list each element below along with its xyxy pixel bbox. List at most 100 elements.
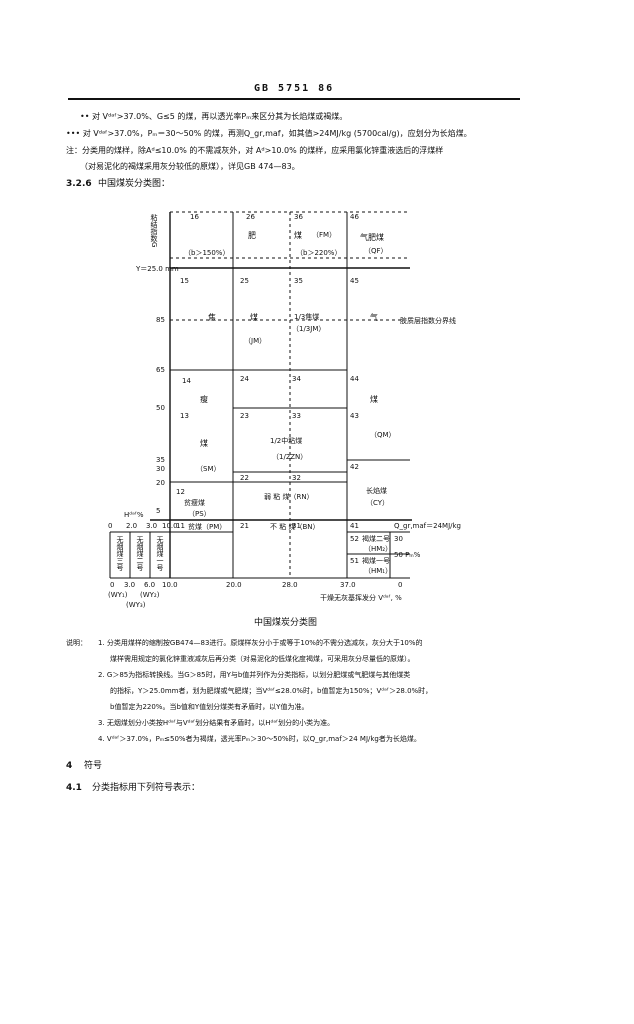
hm1-code: （HM₁） (364, 567, 393, 575)
g-tick-30: 30 (156, 465, 165, 473)
shou-text: 瘦 (200, 395, 208, 404)
qfm-name: 气肥煤 (360, 233, 384, 242)
explanation-line-5: b值暂定为220%。当b值和Y值划分煤类有矛盾时，以Y值为准。 (110, 703, 309, 711)
x-tick-10: 10.0 (162, 522, 178, 530)
cell-15: 15 (180, 277, 189, 285)
explanation-line-4: 的指标，Y＞25.0mm者，划为肥煤或气肥煤；当Vᵈᵃᶠ≤28.0%时，b值暂定… (110, 687, 433, 695)
ps-code: （PS） (188, 510, 211, 518)
x-axis-label: 干燥无灰基挥发分 Vᵈᵃᶠ, % (320, 594, 402, 602)
sjm-code: （1/3JM） (292, 325, 326, 333)
x-tick-28: 28.0 (282, 581, 298, 589)
hm2-name: 褐煤二号 (362, 535, 390, 543)
sm-code: （SM） (196, 465, 221, 473)
cell-36: 36 (294, 213, 303, 221)
explanation-line-3: 2. G＞85为指标转换线。当G＞85时，用Y与b值并列作为分类指标，以划分肥煤… (98, 671, 411, 679)
pm-label: 50 Pₘ% (394, 551, 421, 559)
cy-code: （CY） (366, 499, 390, 507)
ps-name: 贫瘦煤 (184, 499, 205, 507)
cell-52: 52 (350, 535, 359, 543)
hm2-code: （HM₂） (364, 545, 393, 553)
fei-mei-text: 煤 (294, 231, 302, 240)
header-rule (68, 98, 520, 100)
cell-16: 16 (190, 213, 199, 221)
cell-25: 25 (240, 277, 249, 285)
cell-33: 33 (292, 412, 301, 420)
cell-44: 44 (350, 375, 359, 383)
cell-45: 45 (350, 277, 359, 285)
g-tick-85: 85 (156, 316, 165, 324)
y-value-label: Y＝25.0 mm (136, 265, 179, 273)
cell-34: 34 (292, 375, 301, 383)
shou-mei-text: 煤 (200, 439, 208, 448)
g-tick-35: 35 (156, 456, 165, 464)
g-tick-20: 20 (156, 479, 165, 487)
explanation-line-7: 4. Vᵈᵃᶠ＞37.0%，Pₘ≤50%者为褐煤，透光率Pₘ＞30～50%时，以… (98, 735, 421, 743)
note-line-3: 注：分类用的煤样，除Aᵈ≤10.0% 的不需减灰外，对 Aᵈ>10.0% 的煤样… (66, 146, 444, 155)
wy1-name: 无烟煤一号 (156, 536, 164, 571)
cell-11: 11 (176, 522, 185, 530)
hdaf-label: Hᵈᵃᶠ% (124, 511, 144, 519)
zn-name: 1/2中粘煤 (270, 437, 303, 445)
explanation-line-1: 1. 分类用煤样的缩制按GB474—83进行。原煤样灰分小于或等于10%的不需分… (98, 639, 423, 647)
cell-12: 12 (176, 488, 185, 496)
cell-31: 31 (292, 522, 301, 530)
note-line-1: •• 对 Vᵈᵃᶠ>37.0%、G≤5 的煤，再以透光率Pₘ来区分其为长焰煤或褐… (80, 112, 348, 121)
cell-22: 22 (240, 474, 249, 482)
section-number: 3.2.6 (66, 179, 92, 189)
header-code: GB 5751 86 (254, 83, 335, 94)
g-tick-5: 5 (156, 507, 161, 515)
jm-code: （JM） (244, 337, 267, 345)
cell-26: 26 (246, 213, 255, 221)
wy3-name: 无烟煤三号 (116, 536, 124, 571)
qgr-label: Q_gr,maf＝24MJ/kg (394, 522, 461, 530)
cell-41: 41 (350, 522, 359, 530)
cell-43: 43 (350, 412, 359, 420)
bn-name: 不 粘 煤（BN） (270, 523, 320, 531)
jiao-text: 焦 (208, 313, 216, 322)
explanation-line-2: 煤样需用规定的氯化锌重液减灰后再分类（对易泥化的低煤化度褐煤，可采用灰分尽量低的… (110, 655, 415, 663)
section-4-number: 4 (66, 761, 73, 771)
lower-tick-3: 3.0 (124, 581, 136, 589)
explanation-head: 说明： (66, 639, 87, 647)
cell-32: 32 (292, 474, 301, 482)
x-tick-37: 37.0 (340, 581, 356, 589)
cell-42: 42 (350, 463, 359, 471)
x-tick-3: 3.0 (146, 522, 158, 530)
x-tick-0: 0 (108, 522, 113, 530)
cell-30: 30 (394, 535, 403, 543)
g-tick-65: 65 (156, 366, 165, 374)
cell-46: 46 (350, 213, 359, 221)
qm-code: （QM） (370, 431, 396, 439)
cell-35: 35 (294, 277, 303, 285)
sjm-name: 1/3焦煤 (294, 313, 320, 321)
figure-caption: 中国煤炭分类图 (254, 618, 318, 628)
explanation-line-6: 3. 无烟煤划分小类按Hᵈᵃᶠ与Vᵈᵃᶠ划分结果有矛盾时，以Hᵈᵃᶠ划分的小类为… (98, 719, 335, 727)
section-4-1-number: 4.1 (66, 783, 82, 793)
parting-line-label: 胶质层指数分界线 (400, 317, 456, 325)
qm-mei-text: 煤 (370, 395, 378, 404)
x-tick-2: 2.0 (126, 522, 138, 530)
section-4-title: 符号 (84, 761, 103, 771)
qf-code: （QF） (364, 247, 388, 255)
wy-label-2: (WY₂) (140, 591, 160, 599)
lower-tick-10: 10.0 (162, 581, 178, 589)
hm1-name: 褐煤一号 (362, 557, 390, 565)
pm-zero: 0 (398, 581, 403, 589)
pm-name: 贫煤（PM） (188, 523, 227, 531)
cell-13: 13 (180, 412, 189, 420)
rn-name: 弱 粘 煤（RN） (264, 493, 314, 501)
qi-text: 气 (370, 313, 378, 322)
y-axis-label: 粘结指数G (150, 214, 158, 248)
jiao-mei-text: 煤 (250, 313, 258, 322)
b150-label: （b＞150%） (184, 249, 230, 257)
fm-code: （FM） (312, 231, 337, 239)
cell-23: 23 (240, 412, 249, 420)
cy-name: 长焰煤 (366, 487, 387, 495)
lower-tick-0: 0 (110, 581, 115, 589)
x-tick-20: 20.0 (226, 581, 242, 589)
section-4-1-title: 分类指标用下列符号表示： (92, 783, 201, 793)
coal-classification-chart (109, 211, 412, 579)
cell-24: 24 (240, 375, 249, 383)
note-line-4: （对易泥化的褐煤采用灰分较低的原煤），详见GB 474—83。 (80, 162, 300, 171)
